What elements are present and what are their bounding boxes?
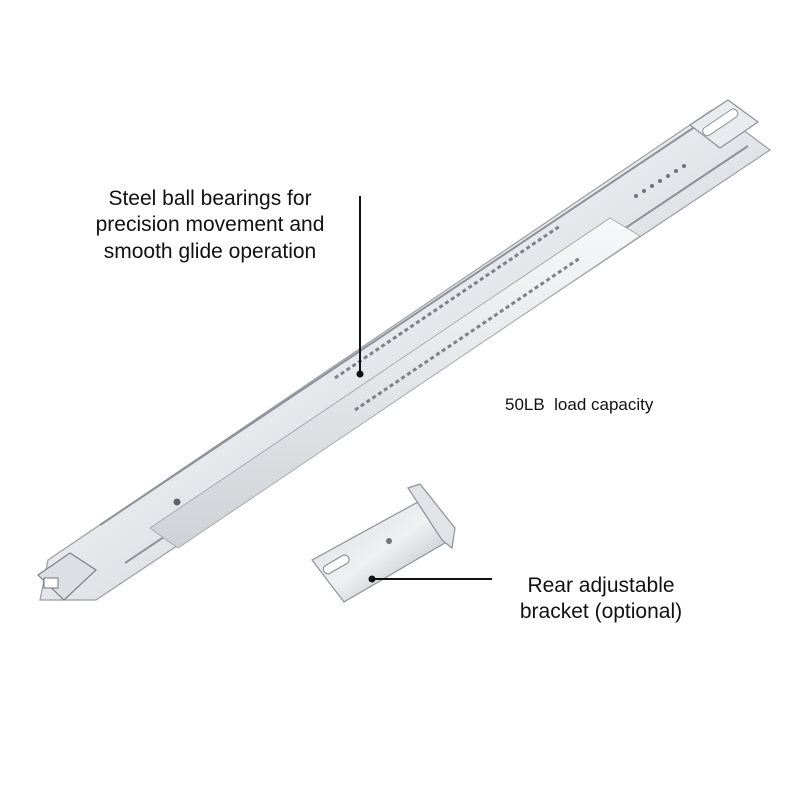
bracket-flange xyxy=(407,483,456,550)
rear-mount-slot xyxy=(702,108,739,137)
bracket-annotation: Rear adjustable bracket (optional) xyxy=(496,573,706,626)
drawer-slide-rail xyxy=(37,99,772,601)
adjustment-holes xyxy=(634,164,686,198)
load-capacity-label: 50LB load capacity xyxy=(505,395,654,414)
rail-mount-hole xyxy=(173,498,181,506)
bracket-annotation-line-1: Rear adjustable xyxy=(527,574,675,597)
bearing-row-upper xyxy=(334,224,561,380)
bearing-row-lower xyxy=(354,256,581,412)
inner-rail xyxy=(149,217,641,549)
bearings-annotation-line-3: smooth glide operation xyxy=(103,239,317,263)
bearings-annotation-line-2: precision movement and xyxy=(95,213,325,237)
bearings-annotation: Steel ball bearings for precision moveme… xyxy=(60,186,360,265)
front-tab-slot xyxy=(43,577,59,589)
bracket-slot xyxy=(322,554,350,575)
bearings-annotation-line-1: Steel ball bearings for xyxy=(108,187,312,210)
rear-bracket xyxy=(311,483,456,603)
bracket-hole xyxy=(386,538,392,544)
rail-upper-edge xyxy=(99,109,721,526)
bracket-annotation-line-2: bracket (optional) xyxy=(519,600,683,624)
